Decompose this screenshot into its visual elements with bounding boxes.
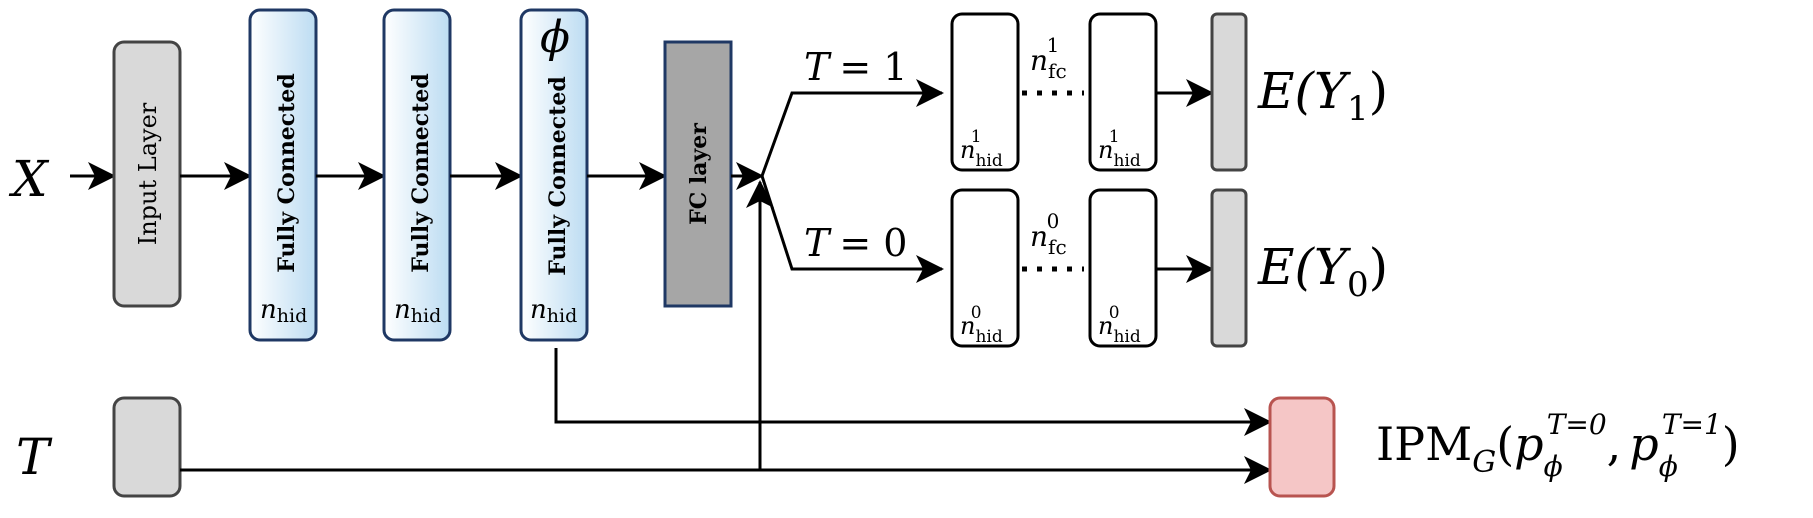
t-input-box xyxy=(112,396,182,498)
fc-layer-1-label: Fully Connected xyxy=(274,73,300,273)
branch-bottom-hid-box-1 xyxy=(950,188,1020,348)
fc-layer-1-size: nhid xyxy=(260,295,307,327)
branch-top-condition: T= 1 xyxy=(804,45,907,89)
branch-top-hid-label-1: nhid1 xyxy=(960,127,1003,171)
input-layer-label: Input Layer xyxy=(134,102,162,245)
branch-top-output-box xyxy=(1210,12,1248,172)
fc-box-label: FC layer xyxy=(686,123,712,225)
fc-layer-2-label: Fully Connected xyxy=(408,73,434,273)
branch-top-path xyxy=(760,79,944,177)
fc-layer-2-size: nhid xyxy=(394,295,441,327)
branch-bottom-output-box xyxy=(1210,188,1248,348)
branch-bottom-output-label: E(Y0) xyxy=(1257,238,1388,305)
input-layer-box xyxy=(112,40,182,308)
fc-layer-3-size: nhid xyxy=(530,295,577,327)
ipm-label: IPMG(pϕT=0,pϕT=1) xyxy=(1376,408,1740,483)
branch-bottom-condition: T= 0 xyxy=(804,221,907,265)
branch-bottom-fc-label: nfc0 xyxy=(1030,209,1067,259)
branch-top-fc-label: nfc1 xyxy=(1030,33,1067,83)
phi-label: ϕ xyxy=(540,12,570,63)
ipm-box xyxy=(1268,396,1336,498)
input-t-label: T xyxy=(16,428,53,486)
branch-bottom-hid-label-1: nhid0 xyxy=(960,303,1003,347)
branch-bottom-hid-label-2: nhid0 xyxy=(1098,303,1141,347)
fc-box xyxy=(663,40,733,308)
branch-top-output-label: E(Y1) xyxy=(1257,62,1388,129)
branch-top-hid-box-1 xyxy=(950,12,1020,172)
fc-layer-3-label: Fully Connected xyxy=(545,76,571,276)
branch-top-hid-label-2: nhid1 xyxy=(1098,127,1141,171)
phi-to-ipm-path xyxy=(554,348,1272,436)
input-x-label: X xyxy=(8,150,50,208)
